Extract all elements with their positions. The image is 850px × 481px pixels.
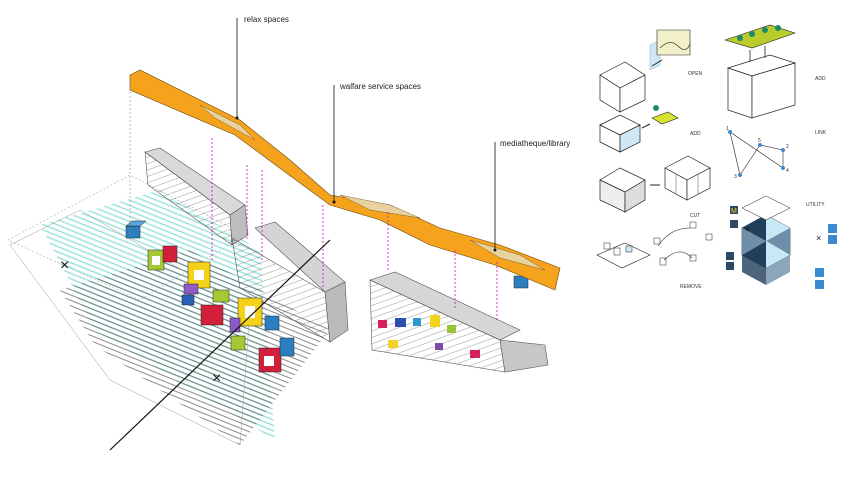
box-blue-2 xyxy=(181,294,195,306)
hospital-h-icon xyxy=(828,235,837,244)
op-add-left-label: ADD xyxy=(690,131,701,137)
link-num-5: 5 xyxy=(758,138,761,144)
op-link-label: LINK xyxy=(815,130,827,136)
cross-marker-2: × xyxy=(212,370,221,387)
box-lime-1 xyxy=(147,249,165,271)
op-open-label: OPEN xyxy=(688,71,703,77)
box-red-1 xyxy=(162,245,178,263)
store-icon xyxy=(815,280,824,289)
op-cut-label: CUT xyxy=(690,213,700,219)
link-num-4: 4 xyxy=(786,168,789,174)
box-lime-3 xyxy=(230,335,246,351)
op-add-left: ADD xyxy=(599,105,701,153)
link-num-2: 2 xyxy=(786,144,789,150)
parking-icon xyxy=(726,252,734,260)
cross-marker-1: × xyxy=(60,257,69,274)
mcdonalds-glyph: M xyxy=(731,208,737,215)
mcdonalds-icon xyxy=(730,206,738,214)
link-num-1: 1 xyxy=(726,126,729,132)
box-blue-4 xyxy=(279,337,295,357)
box-yellow-1 xyxy=(187,261,211,289)
op-utility: UTILITY × × M xyxy=(726,195,837,289)
op-link: 1 2 3 4 5 LINK xyxy=(726,126,827,180)
op-remove-label: REMOVE xyxy=(680,284,702,290)
op-add-right-label: ADD xyxy=(815,76,826,82)
operations-panel: OPEN ADD CUT xyxy=(596,24,837,290)
box-purple-2 xyxy=(229,317,241,333)
op-open: OPEN xyxy=(599,29,703,113)
roof-ribbon xyxy=(129,69,561,291)
annotations: relax spaces walfare service spaces medi… xyxy=(235,15,570,252)
op-cut: CUT xyxy=(599,155,711,219)
box-red-2 xyxy=(200,304,224,326)
box-blue-3 xyxy=(264,315,280,331)
facade-windows xyxy=(378,315,480,358)
box-yellow-2 xyxy=(237,297,263,327)
section-axis: × × xyxy=(60,80,331,451)
label-relax-spaces: relax spaces xyxy=(244,15,289,24)
box-lime-2 xyxy=(212,289,230,303)
utility-cross-left: × xyxy=(745,224,750,234)
box-red-3 xyxy=(258,347,282,373)
op-remove: REMOVE xyxy=(596,221,713,290)
link-num-3: 3 xyxy=(734,174,737,180)
box-purple-1 xyxy=(183,283,199,295)
label-welfare-spaces: walfare service spaces xyxy=(339,82,421,91)
op-add-right: ADD xyxy=(724,24,826,119)
bank-icon xyxy=(815,268,824,277)
op-utility-label: UTILITY xyxy=(806,202,825,208)
label-mediatheque: mediatheque/library xyxy=(500,139,570,148)
cross-icon xyxy=(730,220,738,228)
building-block-left xyxy=(144,147,249,246)
utility-cross-right: × xyxy=(816,233,821,243)
projection-lines xyxy=(211,138,498,320)
box-blue-1 xyxy=(125,220,147,239)
hospital-plus-icon xyxy=(828,224,837,233)
bike-icon xyxy=(726,262,734,270)
program-boxes xyxy=(125,220,529,373)
